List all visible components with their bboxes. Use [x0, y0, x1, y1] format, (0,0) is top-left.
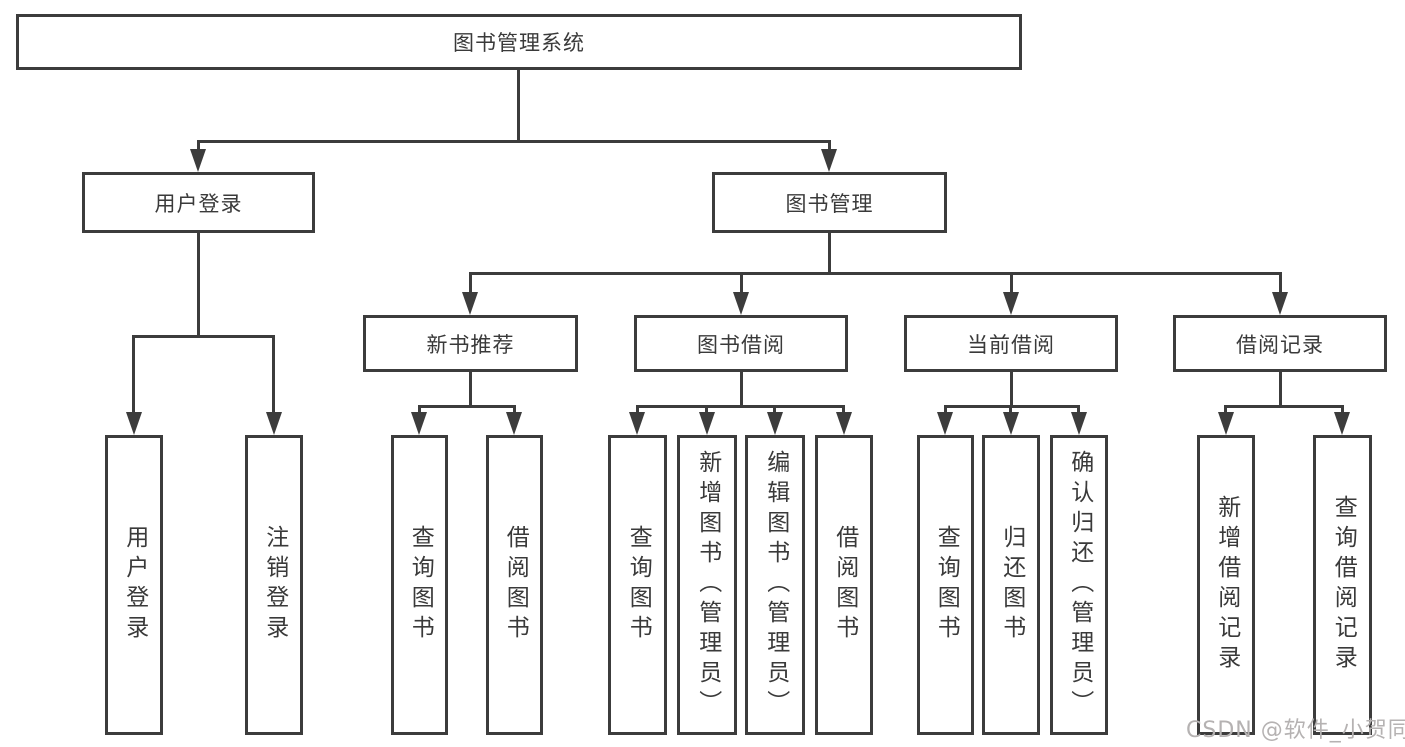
arrowhead-down-icon: [629, 412, 645, 435]
node-label: 查询图书: [933, 525, 960, 645]
connector-line: [469, 272, 472, 294]
node-new-book-recommend: 新书推荐: [363, 315, 578, 372]
arrowhead-down-icon: [411, 412, 427, 435]
arrowhead-down-icon: [1003, 292, 1019, 315]
node-label: 新增借阅记录: [1213, 495, 1240, 675]
node-user-login: 用户登录: [82, 172, 315, 233]
connector-line: [828, 140, 831, 152]
leaf-query-borrow-record: 查询借阅记录: [1313, 435, 1372, 735]
connector-line: [1224, 405, 1344, 408]
node-current-borrow: 当前借阅: [904, 315, 1118, 372]
node-label: 用户登录: [154, 191, 243, 216]
arrowhead-down-icon: [699, 412, 715, 435]
node-label: 确认归还（管理员）: [1066, 450, 1093, 720]
connector-line: [1009, 405, 1012, 415]
connector-line: [1279, 272, 1282, 294]
arrowhead-down-icon: [190, 149, 206, 172]
connector-line: [1279, 372, 1282, 407]
arrowhead-down-icon: [767, 412, 783, 435]
arrowhead-down-icon: [1071, 412, 1087, 435]
connector-line: [636, 405, 845, 408]
arrowhead-down-icon: [1218, 412, 1234, 435]
node-borrow-records: 借阅记录: [1173, 315, 1387, 372]
leaf-add-book-admin: 新增图书（管理员）: [677, 435, 737, 735]
node-label: 借阅图书: [831, 525, 858, 645]
connector-line: [132, 335, 135, 415]
connector-line: [944, 405, 947, 415]
connector-line: [1010, 372, 1013, 407]
connector-line: [1010, 272, 1013, 294]
leaf-return-book: 归还图书: [982, 435, 1040, 735]
connector-line: [469, 272, 1282, 275]
arrowhead-down-icon: [1334, 412, 1350, 435]
node-book-management: 图书管理: [712, 172, 947, 233]
leaf-borrow-books: 借阅图书: [486, 435, 543, 735]
arrowhead-down-icon: [733, 292, 749, 315]
connector-line: [636, 405, 639, 415]
leaf-user-login: 用户登录: [105, 435, 163, 735]
connector-line: [517, 70, 520, 140]
node-label: 注销登录: [261, 525, 288, 645]
leaf-query-books: 查询图书: [917, 435, 974, 735]
connector-line: [705, 405, 708, 415]
arrowhead-down-icon: [462, 292, 478, 315]
connector-line: [197, 140, 831, 143]
node-label: 新增图书（管理员）: [694, 450, 721, 720]
node-label: 用户登录: [121, 525, 148, 645]
arrowhead-down-icon: [126, 412, 142, 435]
connector-line: [1224, 405, 1227, 415]
node-library-system: 图书管理系统: [16, 14, 1022, 70]
connector-line: [197, 140, 200, 152]
connector-line: [132, 335, 275, 338]
node-label: 编辑图书（管理员）: [762, 450, 789, 720]
leaf-query-books: 查询图书: [608, 435, 667, 735]
arrowhead-down-icon: [266, 412, 282, 435]
connector-line: [272, 335, 275, 415]
connector-line: [842, 405, 845, 415]
node-label: 借阅图书: [502, 525, 529, 645]
node-label: 归还图书: [998, 525, 1025, 645]
connector-line: [828, 233, 831, 274]
leaf-borrow-books: 借阅图书: [815, 435, 873, 735]
leaf-logout: 注销登录: [245, 435, 303, 735]
connector-line: [418, 405, 516, 408]
arrowhead-down-icon: [1003, 412, 1019, 435]
connector-line: [944, 405, 1080, 408]
node-label: 图书借阅: [697, 332, 785, 357]
connector-line: [773, 405, 776, 415]
node-book-borrow: 图书借阅: [634, 315, 848, 372]
node-label: 新书推荐: [426, 332, 515, 357]
node-label: 查询图书: [407, 525, 434, 645]
arrowhead-down-icon: [836, 412, 852, 435]
connector-line: [197, 233, 200, 337]
leaf-edit-book-admin: 编辑图书（管理员）: [745, 435, 805, 735]
connector-line: [469, 372, 472, 407]
leaf-confirm-return-admin: 确认归还（管理员）: [1050, 435, 1108, 735]
connector-line: [418, 405, 421, 415]
node-label: 当前借阅: [967, 332, 1055, 357]
leaf-add-borrow-record: 新增借阅记录: [1197, 435, 1255, 735]
arrowhead-down-icon: [506, 412, 522, 435]
connector-line: [1341, 405, 1344, 415]
node-label: 图书管理系统: [453, 31, 585, 55]
node-label: 查询图书: [625, 525, 652, 645]
node-label: 查询借阅记录: [1330, 495, 1357, 675]
connector-line: [740, 272, 743, 294]
node-label: 借阅记录: [1236, 332, 1324, 357]
connector-line: [740, 372, 743, 407]
arrowhead-down-icon: [937, 412, 953, 435]
node-label: 图书管理: [785, 191, 874, 216]
arrowhead-down-icon: [1272, 292, 1288, 315]
connector-line: [1077, 405, 1080, 415]
arrowhead-down-icon: [821, 149, 837, 172]
leaf-query-books: 查询图书: [391, 435, 448, 735]
connector-line: [513, 405, 516, 415]
csdn-watermark: CSDN @软件_小贺同学: [1186, 718, 1405, 743]
